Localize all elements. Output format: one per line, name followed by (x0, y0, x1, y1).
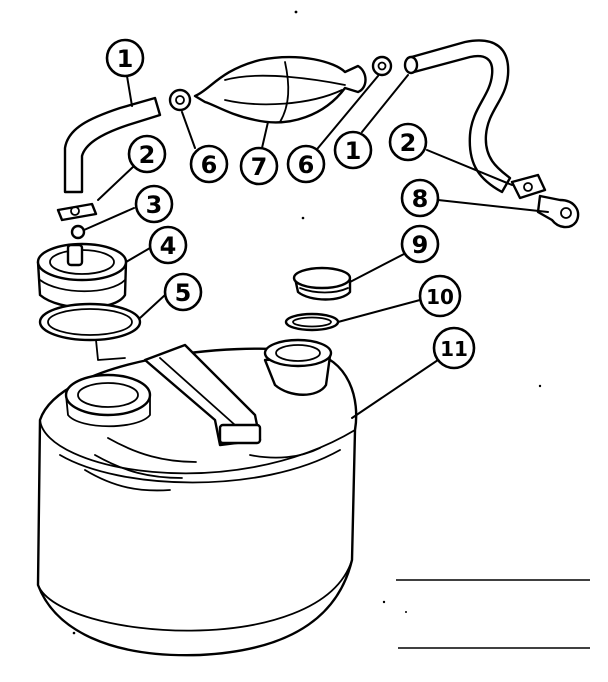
clip-left (56, 202, 98, 222)
pump-bulb (193, 55, 367, 124)
neck-gasket (284, 312, 340, 332)
callout-label: 10 (426, 285, 454, 309)
fill-cap (36, 242, 128, 309)
leader-lines (83, 74, 549, 419)
callout-label: 6 (201, 151, 218, 179)
callout-1-right: 1 (333, 130, 373, 170)
callout-8: 8 (400, 178, 440, 218)
callout-9: 9 (400, 224, 440, 264)
hose-right (403, 39, 512, 194)
callout-4: 4 (148, 225, 188, 265)
callout-label: 1 (117, 45, 134, 73)
callout-7: 7 (239, 146, 279, 186)
callout-label: 3 (146, 191, 163, 219)
callout-6-left: 6 (189, 144, 229, 184)
callout-label: 7 (251, 153, 268, 181)
callout-5: 5 (163, 272, 203, 312)
valve-fitting (536, 194, 580, 229)
clip-right (510, 173, 547, 200)
fitting-right (371, 55, 393, 77)
callout-10: 10 (418, 274, 462, 318)
small-plug (70, 224, 86, 240)
callout-2-right: 2 (388, 122, 428, 162)
gasket-ring (38, 302, 142, 342)
callout-label: 2 (139, 141, 156, 169)
callout-6-right: 6 (286, 144, 326, 184)
fuel-tank (36, 329, 358, 657)
callout-label: 6 (298, 151, 315, 179)
callout-label: 4 (160, 232, 177, 260)
callout-label: 11 (440, 337, 468, 361)
callout-label: 2 (400, 129, 417, 157)
callout-2-left: 2 (127, 134, 167, 174)
callout-label: 5 (175, 279, 192, 307)
callout-label: 1 (345, 137, 362, 165)
callout-label: 8 (412, 185, 429, 213)
hose-left (63, 96, 162, 194)
callout-11: 11 (432, 326, 476, 370)
fitting-left (168, 88, 192, 112)
neck-cap (292, 266, 352, 301)
scan-specks (72, 10, 542, 635)
callout-1-left: 1 (105, 38, 145, 78)
callout-label: 9 (412, 231, 429, 259)
callout-3: 3 (134, 184, 174, 224)
